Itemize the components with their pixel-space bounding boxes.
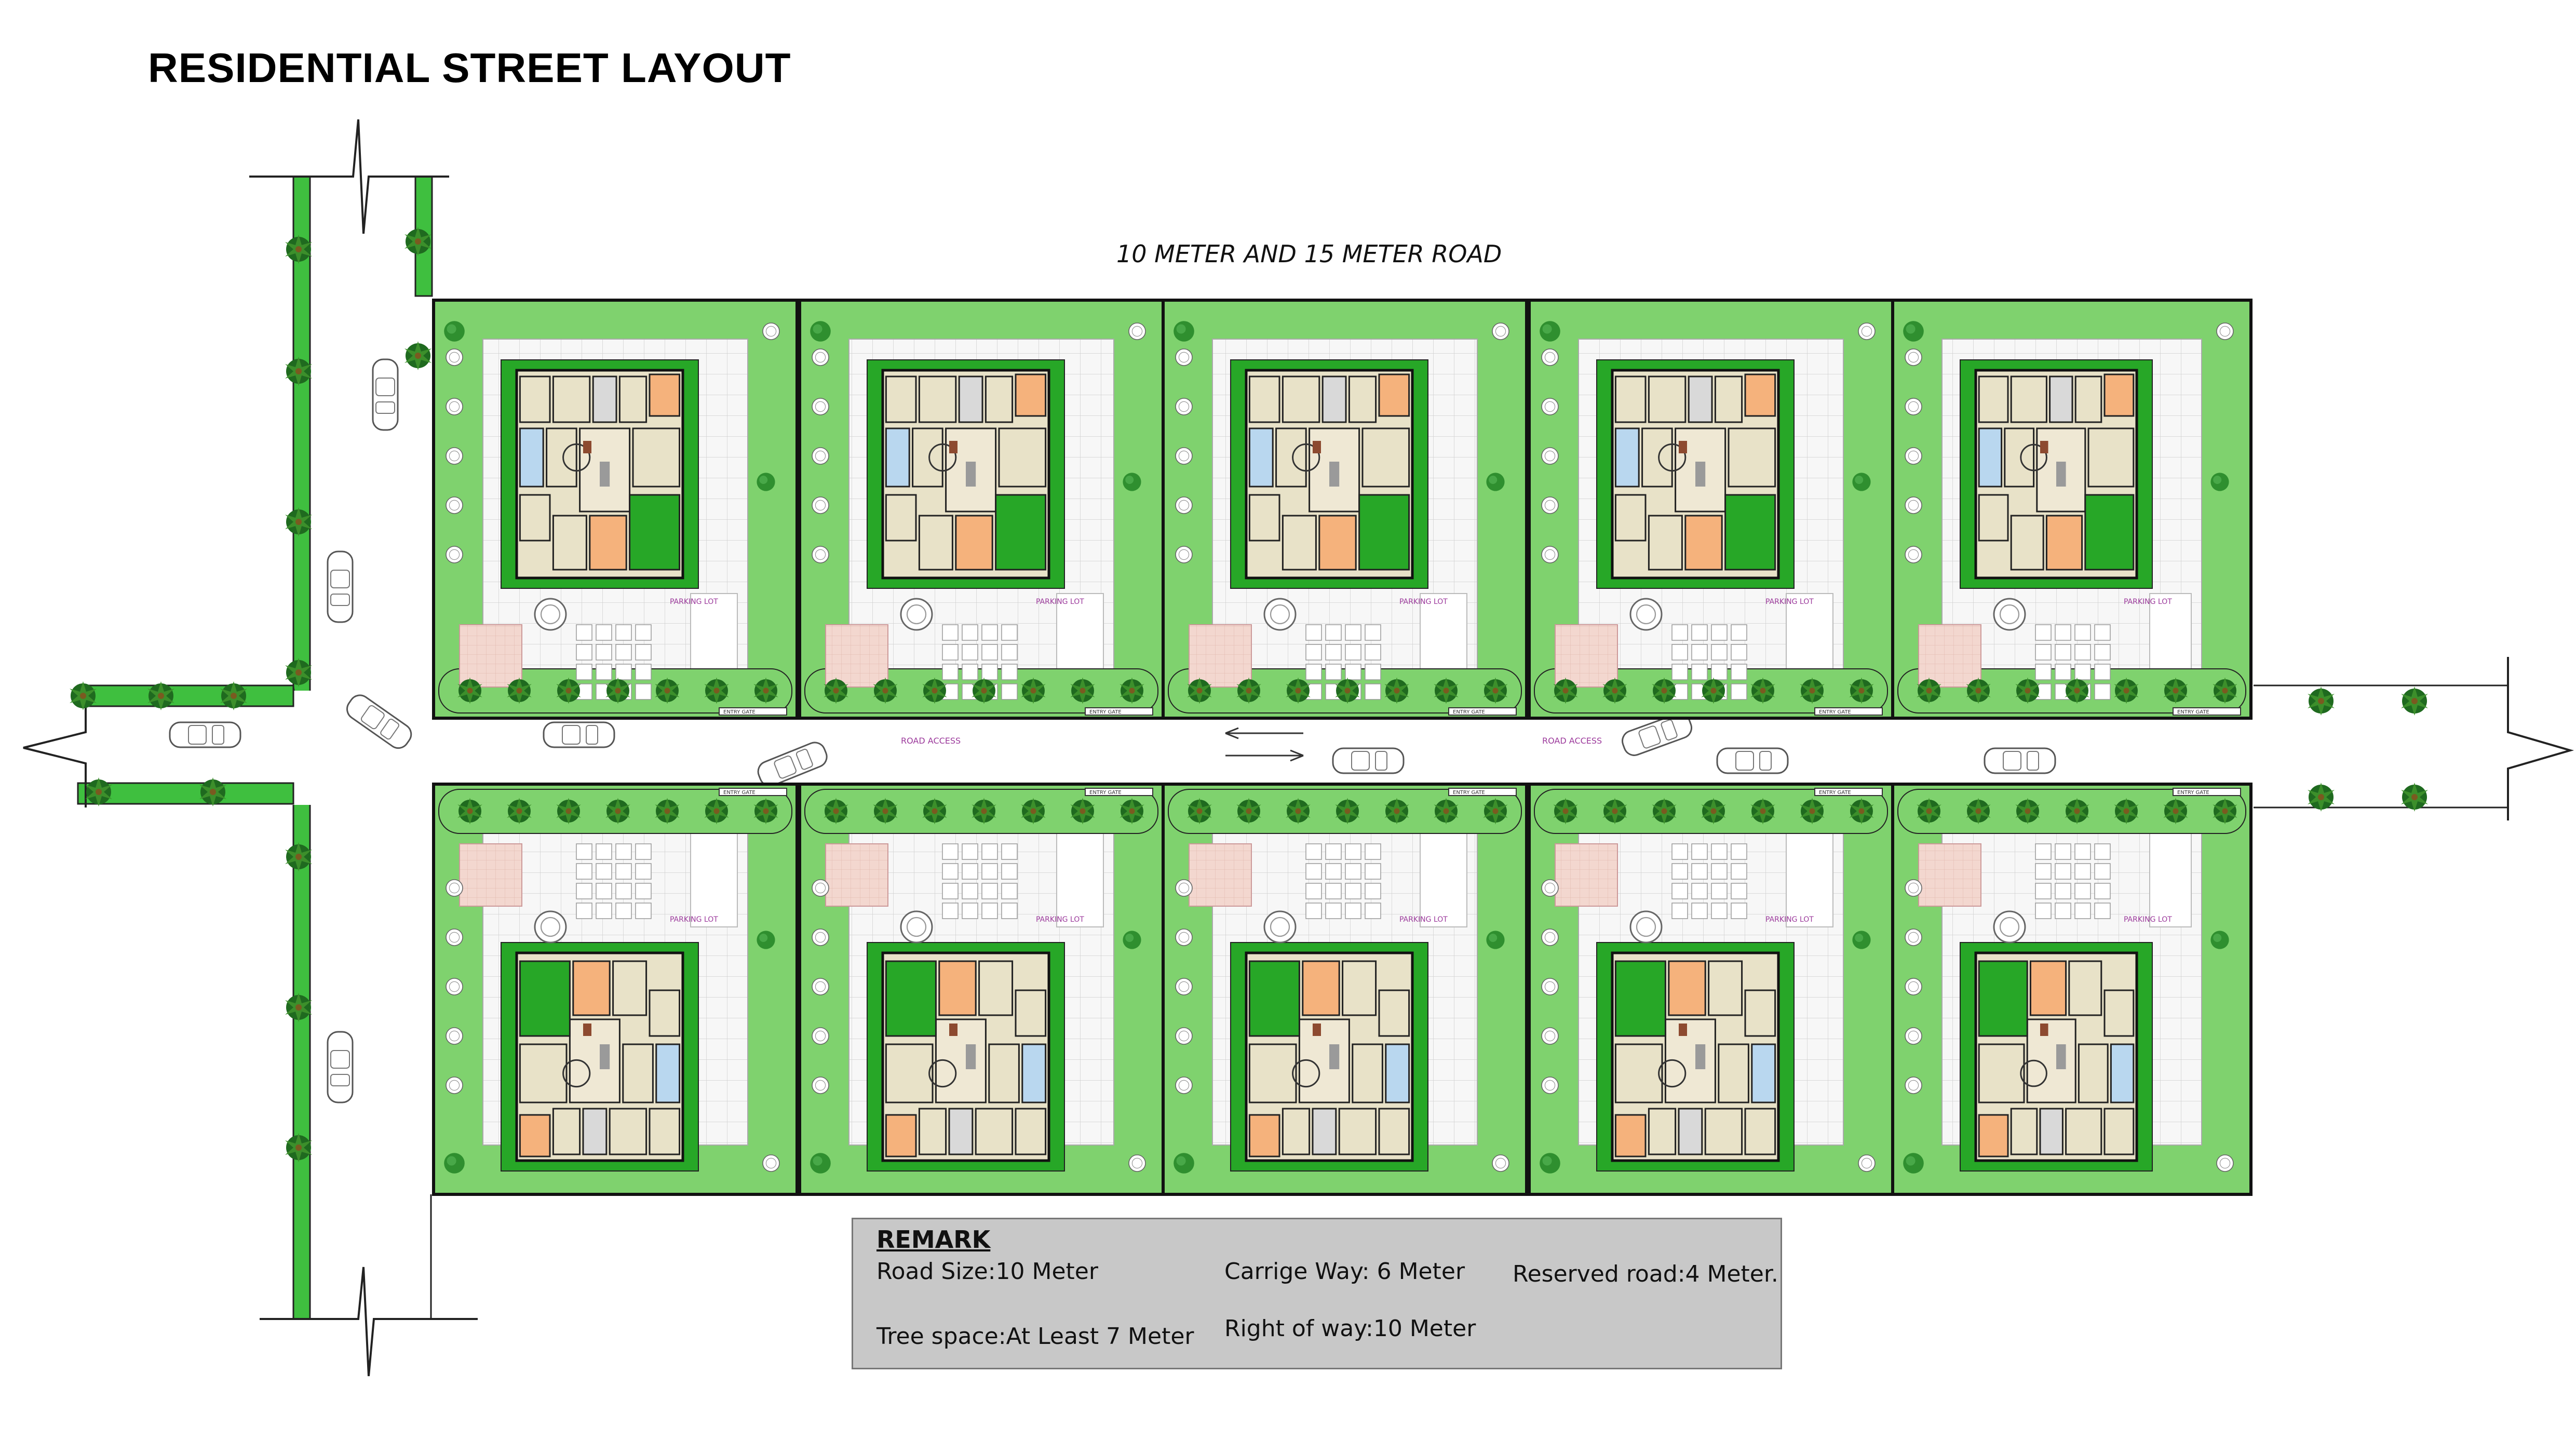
bottom-row-lots: ENTRY GATE PARKING LOT ENTRY GATE PARKING L… [432, 783, 2253, 1196]
entry-gate-label: ENTRY GATE [1453, 790, 1485, 796]
reserved-road-note: Reserved road:4 Meter. [1513, 1261, 1778, 1287]
entry-gate-label: ENTRY GATE [2177, 790, 2209, 796]
parking-lot-label: PARKING LOT [1036, 916, 1084, 924]
entry-gate-label: ENTRY GATE [1089, 709, 1122, 715]
parking-lot-label: PARKING LOT [670, 916, 718, 924]
residential-lot: ENTRY GATE PARKING LOT [432, 783, 799, 1196]
entry-gate-label: ENTRY GATE [723, 709, 756, 715]
tree-space-note: Tree space:At Least 7 Meter [876, 1323, 1194, 1350]
page-title: RESIDENTIAL STREET LAYOUT [148, 45, 791, 91]
remark-heading: REMARK [876, 1226, 991, 1254]
road-heading: 10 METER AND 15 METER ROAD [1116, 240, 1502, 268]
entry-gate-label: ENTRY GATE [1819, 790, 1851, 796]
right-of-way-note: Right of way:10 Meter [1224, 1315, 1476, 1342]
entry-gate-label: ENTRY GATE [1089, 790, 1122, 796]
residential-lot: ENTRY GATE PARKING LOT [1891, 299, 2253, 720]
parking-lot-label: PARKING LOT [1765, 598, 1814, 606]
entry-gate-label: ENTRY GATE [1819, 709, 1851, 715]
parking-lot-label: PARKING LOT [1399, 598, 1448, 606]
parking-lot-label: PARKING LOT [1036, 598, 1084, 606]
residential-lot: ENTRY GATE PARKING LOT [1162, 783, 1528, 1196]
residential-lot: ENTRY GATE PARKING LOT [798, 783, 1165, 1196]
residential-lot: ENTRY GATE PARKING LOT [432, 299, 799, 720]
residential-lot: ENTRY GATE PARKING LOT [798, 299, 1165, 720]
top-row-lots: ENTRY GATE PARKING LOT ENTRY GATE PARKING L… [432, 299, 2253, 720]
parking-lot-label: PARKING LOT [1399, 916, 1448, 924]
parking-lot-label: PARKING LOT [1765, 916, 1814, 924]
remark-panel: REMARK Road Size:10 Meter Carrige Way: 6… [852, 1218, 1782, 1369]
road-access-label: ROAD ACCESS [1542, 736, 1602, 746]
road-size-note: Road Size:10 Meter [876, 1258, 1098, 1285]
entry-gate-label: ENTRY GATE [2177, 709, 2209, 715]
entry-gate-label: ENTRY GATE [723, 790, 756, 796]
residential-lot: ENTRY GATE PARKING LOT [1528, 783, 1894, 1196]
residential-lot: ENTRY GATE PARKING LOT [1162, 299, 1528, 720]
parking-lot-label: PARKING LOT [670, 598, 718, 606]
parking-lot-label: PARKING LOT [2124, 598, 2172, 606]
entry-gate-label: ENTRY GATE [1453, 709, 1485, 715]
residential-lot: ENTRY GATE PARKING LOT [1528, 299, 1894, 720]
carriage-way-note: Carrige Way: 6 Meter [1224, 1258, 1465, 1285]
residential-lot: ENTRY GATE PARKING LOT [1891, 783, 2253, 1196]
parking-lot-label: PARKING LOT [2124, 916, 2172, 924]
road-access-label: ROAD ACCESS [901, 736, 961, 746]
